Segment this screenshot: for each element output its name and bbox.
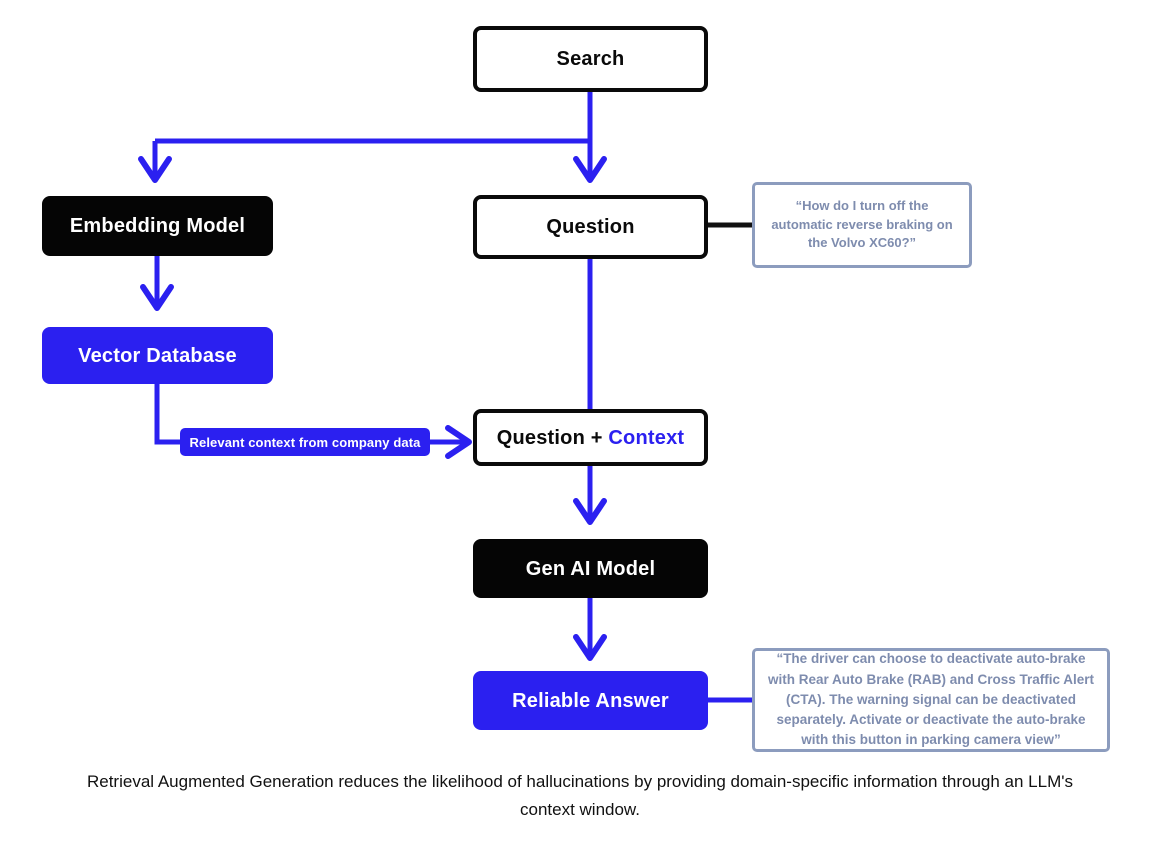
label-relevant-context-text: Relevant context from company data bbox=[189, 434, 421, 450]
callout-question-example: “How do I turn off the automatic reverse… bbox=[752, 182, 972, 268]
arrowhead-to-embedding-model bbox=[138, 156, 172, 183]
node-question-label: Question bbox=[546, 216, 635, 238]
node-reliable-answer-label: Reliable Answer bbox=[512, 689, 669, 712]
node-embedding-model[interactable]: Embedding Model bbox=[42, 196, 273, 256]
arrowhead-to-genai-model bbox=[573, 498, 607, 525]
arrowhead-to-question-context bbox=[445, 425, 472, 459]
node-search[interactable]: Search bbox=[473, 26, 708, 92]
arrowhead-to-reliable-answer bbox=[573, 634, 607, 661]
node-reliable-answer[interactable]: Reliable Answer bbox=[473, 671, 708, 730]
node-embedding-model-label: Embedding Model bbox=[69, 215, 246, 237]
diagram-caption: Retrieval Augmented Generation reduces t… bbox=[60, 768, 1100, 824]
node-vector-database-label: Vector Database bbox=[78, 344, 237, 367]
node-question-plus-context[interactable]: Question + Context bbox=[473, 409, 708, 466]
callout-answer-example-text: “The driver can choose to deactivate aut… bbox=[767, 651, 1095, 748]
node-gen-ai-model-label: Gen AI Model bbox=[525, 557, 656, 580]
question-context-accent: Context bbox=[608, 426, 685, 449]
label-relevant-context: Relevant context from company data bbox=[180, 428, 430, 456]
node-search-label: Search bbox=[556, 48, 625, 70]
diagram-caption-text: Retrieval Augmented Generation reduces t… bbox=[86, 772, 1074, 820]
node-question-plus-context-label: Question + Context bbox=[497, 426, 685, 450]
callout-question-example-text: “How do I turn off the automatic reverse… bbox=[771, 197, 953, 251]
question-context-prefix: Question + bbox=[496, 426, 609, 449]
node-question[interactable]: Question bbox=[473, 195, 708, 259]
node-vector-database[interactable]: Vector Database bbox=[42, 327, 273, 384]
arrowhead-to-question bbox=[573, 156, 607, 183]
callout-answer-example: “The driver can choose to deactivate aut… bbox=[752, 648, 1110, 752]
arrowhead-to-vector-database bbox=[140, 284, 174, 311]
node-gen-ai-model[interactable]: Gen AI Model bbox=[473, 539, 708, 598]
